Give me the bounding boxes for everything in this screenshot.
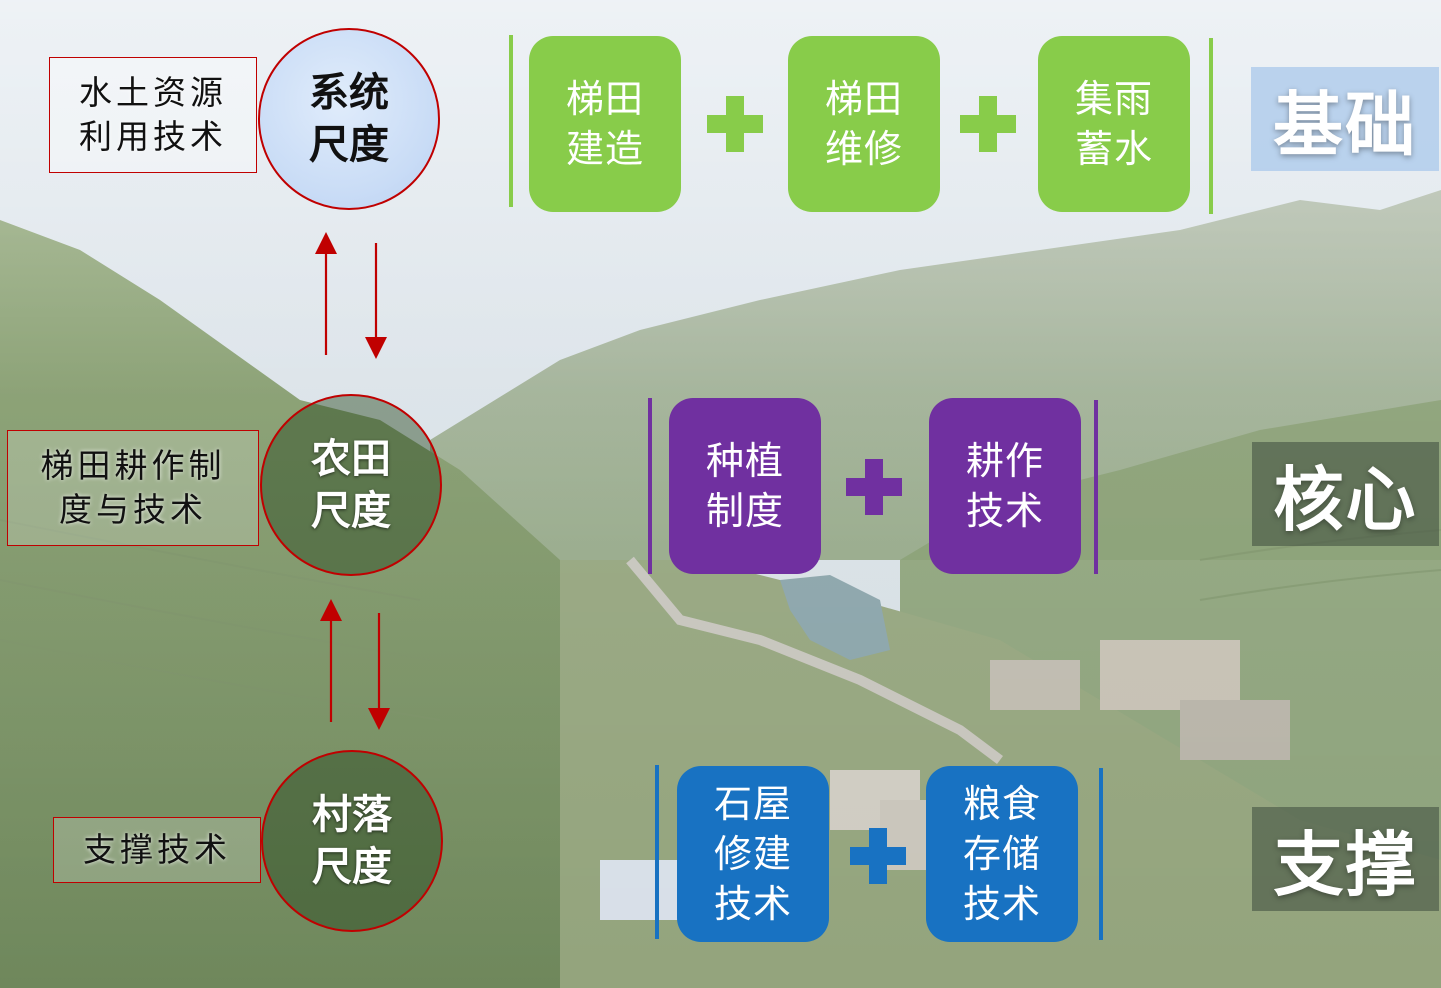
tile-line: 耕作 <box>965 438 1044 483</box>
label-line: 梯田耕作制 <box>40 446 226 486</box>
tile-line: 存储 <box>962 831 1041 876</box>
row-bracket-left <box>509 35 513 207</box>
tile-line: 维修 <box>824 127 903 171</box>
tile-grain-storage: 粮食 存储 技术 <box>926 766 1078 942</box>
category-label: 支撑 <box>1273 823 1418 906</box>
tile-line: 技术 <box>962 882 1041 927</box>
tile-stone-house: 石屋 修建 技术 <box>677 766 829 942</box>
label-soil-water-tech: 水土资源 利用技术 <box>49 57 257 173</box>
label-line: 水土资源 <box>79 73 227 113</box>
circle-line: 农田 <box>311 436 391 482</box>
tile-line: 建造 <box>565 127 644 171</box>
tile-terrace-repair: 梯田 维修 <box>788 36 940 212</box>
tile-line: 梯田 <box>824 76 903 121</box>
plus-icon <box>850 828 906 884</box>
tile-terrace-construction: 梯田 建造 <box>529 36 681 212</box>
tile-line: 集雨 <box>1074 76 1153 121</box>
plus-icon <box>960 96 1016 152</box>
tile-line: 种植 <box>705 438 784 483</box>
tile-farming-tech: 耕作 技术 <box>929 398 1081 574</box>
circle-line: 村落 <box>312 792 392 838</box>
row-bracket-left <box>648 398 652 574</box>
row-bracket-right <box>1099 768 1103 940</box>
circle-line: 尺度 <box>311 488 391 534</box>
circle-system-scale: 系统 尺度 <box>258 28 440 210</box>
tile-line: 粮食 <box>962 781 1041 826</box>
category-core: 核心 <box>1252 442 1439 546</box>
label-line: 支撑技术 <box>83 830 231 870</box>
category-foundation: 基础 <box>1251 67 1439 171</box>
circle-line: 系统 <box>309 70 389 116</box>
label-terrace-farming-tech: 梯田耕作制 度与技术 <box>7 430 259 546</box>
tile-line: 蓄水 <box>1074 127 1153 171</box>
circle-line: 尺度 <box>312 844 392 890</box>
tile-line: 梯田 <box>565 76 644 121</box>
tile-line: 技术 <box>965 489 1044 533</box>
category-label: 基础 <box>1273 83 1417 166</box>
row-bracket-right <box>1094 400 1098 574</box>
row-bracket-left <box>655 765 659 939</box>
plus-icon <box>846 459 902 515</box>
tile-rain-harvesting: 集雨 蓄水 <box>1038 36 1190 212</box>
category-label: 核心 <box>1273 458 1418 541</box>
tile-planting-system: 种植 制度 <box>669 398 821 574</box>
circle-line: 尺度 <box>309 122 389 168</box>
tile-line: 技术 <box>713 882 792 927</box>
tile-line: 石屋 <box>713 781 792 826</box>
label-support-tech: 支撑技术 <box>53 817 261 883</box>
label-line: 度与技术 <box>59 490 207 529</box>
category-support: 支撑 <box>1252 807 1439 911</box>
row-bracket-right <box>1209 38 1213 214</box>
plus-icon <box>707 96 763 152</box>
label-line: 利用技术 <box>79 117 227 156</box>
tile-line: 制度 <box>705 489 784 533</box>
circle-field-scale: 农田 尺度 <box>260 394 442 576</box>
tile-line: 修建 <box>713 831 792 876</box>
circle-village-scale: 村落 尺度 <box>261 750 443 932</box>
